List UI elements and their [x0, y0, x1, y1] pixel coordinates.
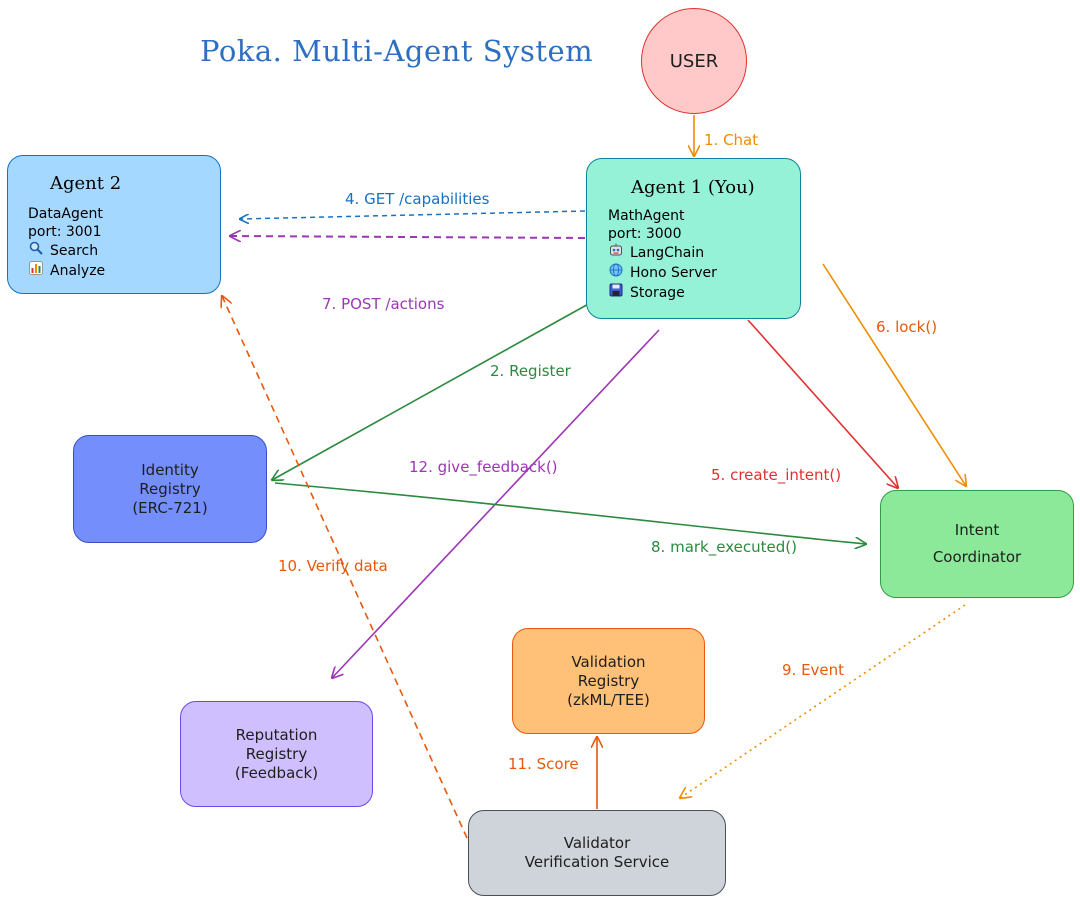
- edge-label-lock: 6. lock(): [876, 318, 938, 336]
- edge-mark-executed: [274, 482, 866, 544]
- reputation-line: Registry: [245, 744, 308, 763]
- agent1-component-label: LangChain: [630, 245, 705, 261]
- bar-chart-icon: [28, 261, 44, 281]
- edge-verify-data: [222, 296, 468, 839]
- agent1-component-storage: Storage: [608, 283, 717, 303]
- edge-label-post-actions: 7. POST /actions: [322, 295, 445, 313]
- reputation-line: Reputation: [235, 725, 318, 744]
- edge-label-give-feedback: 12. give_feedback(): [409, 458, 558, 476]
- edge-register: [272, 301, 593, 480]
- validator-line: Verification Service: [524, 853, 670, 871]
- identity-registry-node: Identity Registry (ERC-721): [73, 435, 267, 543]
- user-label: USER: [669, 50, 719, 72]
- edge-label-register: 2. Register: [490, 362, 571, 380]
- user-node: USER: [641, 8, 747, 114]
- robot-icon: [608, 243, 624, 263]
- agent1-component-label: Storage: [630, 285, 685, 301]
- validation-line: (zkML/TEE): [567, 690, 650, 709]
- edge-label-score: 11. Score: [508, 755, 579, 773]
- edge-label-verify-data: 10. Verify data: [278, 557, 388, 575]
- validator-line: Validator: [563, 834, 631, 852]
- agent1-title: Agent 1 (You): [631, 177, 755, 198]
- magnifier-icon: [28, 241, 44, 261]
- agent1-component-label: Hono Server: [630, 265, 717, 281]
- agent2-capability-label: Analyze: [50, 263, 106, 279]
- validation-registry-node: Validation Registry (zkML/TEE): [512, 628, 705, 734]
- intent-line: Coordinator: [932, 548, 1022, 566]
- validator-node: Validator Verification Service: [468, 810, 726, 896]
- agent1-node: Agent 1 (You) MathAgent port: 3000 LangC…: [586, 158, 801, 319]
- intent-line: Intent: [954, 521, 1000, 539]
- edge-label-event: 9. Event: [782, 661, 845, 679]
- edge-label-chat: 1. Chat: [704, 131, 759, 149]
- validation-line: Validation: [571, 652, 646, 671]
- identity-line: Registry: [139, 479, 201, 498]
- agent2-port: port: 3001: [28, 224, 102, 240]
- edge-event: [680, 604, 966, 798]
- intent-coordinator-node: Intent Coordinator: [880, 490, 1074, 598]
- agent2-title: Agent 2: [50, 173, 122, 194]
- identity-line: (ERC-721): [132, 498, 208, 517]
- edge-get-capabilities: [240, 210, 586, 219]
- agent1-component-hono: Hono Server: [608, 263, 717, 283]
- identity-line: Identity: [141, 460, 199, 479]
- validation-line: Registry: [577, 671, 640, 690]
- edge-create-intent: [747, 319, 898, 488]
- edge-post-actions: [230, 236, 586, 238]
- agent2-capability-analyze: Analyze: [28, 261, 105, 281]
- diagram-title: Poka. Multi-Agent System: [200, 34, 594, 68]
- reputation-line: (Feedback): [234, 763, 319, 782]
- edge-label-create-intent: 5. create_intent(): [711, 466, 842, 484]
- agent1-name: MathAgent: [608, 208, 685, 224]
- reputation-registry-node: Reputation Registry (Feedback): [180, 701, 373, 807]
- agent2-name: DataAgent: [28, 206, 103, 222]
- edge-lock: [822, 263, 966, 486]
- agent2-capability-search: Search: [28, 241, 105, 261]
- agent1-component-langchain: LangChain: [608, 243, 717, 263]
- agent2-capability-label: Search: [50, 243, 99, 259]
- agent2-node: Agent 2 DataAgent port: 3001 Search Anal…: [7, 155, 221, 294]
- globe-icon: [608, 263, 624, 283]
- floppy-disk-icon: [608, 283, 624, 303]
- edge-label-get-capabilities: 4. GET /capabilities: [345, 190, 490, 208]
- agent1-port: port: 3000: [608, 226, 682, 242]
- edge-label-mark-executed: 8. mark_executed(): [651, 538, 797, 556]
